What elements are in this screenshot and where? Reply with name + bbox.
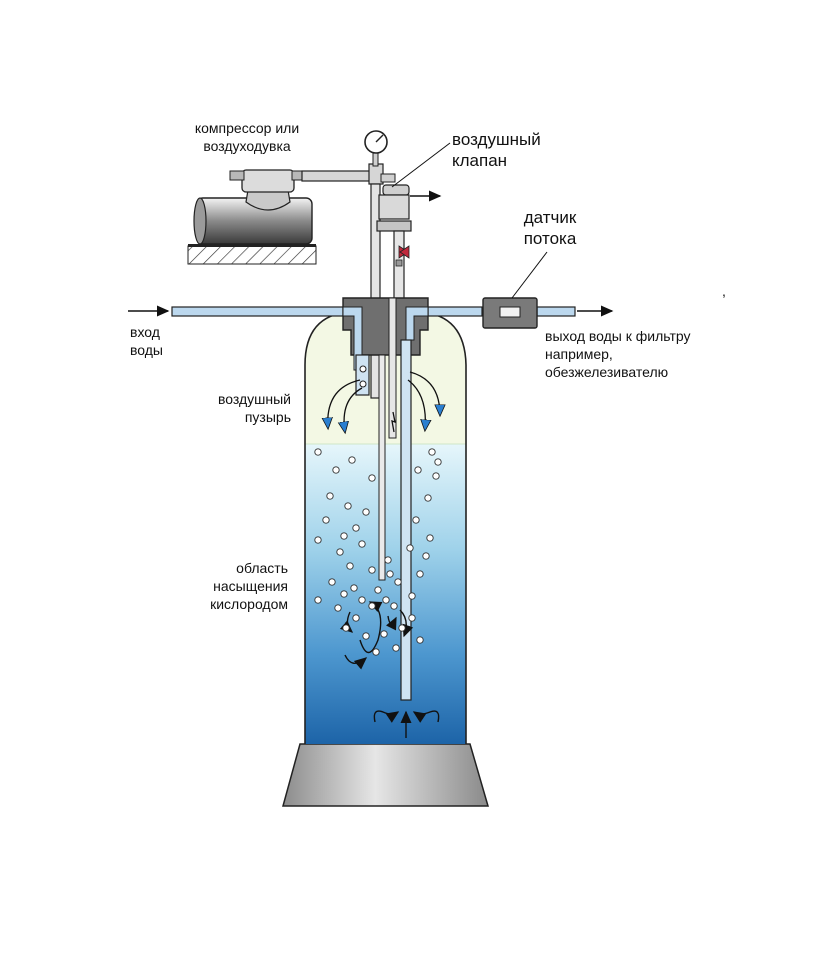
flow-sensor bbox=[482, 251, 548, 329]
bubble bbox=[412, 516, 420, 524]
bubble bbox=[350, 584, 358, 592]
compressor bbox=[187, 169, 317, 265]
label-compressor-line2: воздуходувка bbox=[203, 138, 291, 154]
bubble bbox=[422, 552, 430, 560]
bubble bbox=[362, 508, 370, 516]
bubble bbox=[368, 602, 376, 610]
bubble bbox=[344, 502, 352, 510]
bubble bbox=[406, 544, 414, 552]
label-water-outlet-line3: обезжелезивателю bbox=[545, 364, 668, 380]
bubble bbox=[368, 566, 376, 574]
label-air-valve: воздушный клапан bbox=[452, 130, 541, 170]
bubble bbox=[322, 516, 330, 524]
bubble bbox=[352, 524, 360, 532]
label-water-inlet: вход воды bbox=[130, 324, 163, 358]
bubble bbox=[428, 448, 436, 456]
bubble bbox=[362, 632, 370, 640]
bubble bbox=[414, 466, 422, 474]
label-oxygen-zone: область насыщения кислородом bbox=[210, 560, 288, 612]
bubble bbox=[394, 578, 402, 586]
bubble bbox=[340, 532, 348, 540]
label-air-valve-line2: клапан bbox=[452, 151, 507, 170]
stray-comma: , bbox=[722, 283, 726, 299]
label-air-bubble-line2: пузырь bbox=[245, 409, 291, 425]
label-oxygen-zone-line3: кислородом bbox=[210, 596, 288, 612]
air-valve-leader bbox=[391, 142, 451, 188]
riser-tube bbox=[400, 339, 412, 701]
label-oxygen-zone-line2: насыщения bbox=[213, 578, 288, 594]
bubble bbox=[368, 474, 376, 482]
bubble bbox=[346, 562, 354, 570]
bubble bbox=[342, 624, 350, 632]
bubble bbox=[426, 534, 434, 542]
bubble bbox=[416, 570, 424, 578]
bubble bbox=[326, 492, 334, 500]
bubble bbox=[358, 540, 366, 548]
label-flow-sensor-line1: датчик bbox=[524, 208, 577, 227]
label-water-inlet-line2: воды bbox=[130, 342, 163, 358]
bubble bbox=[374, 586, 382, 594]
bubble bbox=[314, 536, 322, 544]
bubble bbox=[314, 596, 322, 604]
inlet-pipe bbox=[128, 305, 353, 317]
bubble bbox=[352, 614, 360, 622]
bubble bbox=[334, 604, 342, 612]
inlet-distributor-pipe bbox=[355, 354, 370, 396]
bubble bbox=[358, 596, 366, 604]
circulation-arrows bbox=[339, 601, 440, 738]
air-injection-tube bbox=[378, 354, 386, 581]
label-oxygen-zone-line1: область bbox=[236, 560, 288, 576]
bubble bbox=[398, 624, 406, 632]
label-water-outlet-line1: выход воды к фильтру bbox=[545, 328, 691, 344]
bubble bbox=[434, 458, 442, 466]
bubble bbox=[384, 556, 392, 564]
bubble bbox=[416, 636, 424, 644]
bubble bbox=[340, 590, 348, 598]
bubble bbox=[386, 570, 394, 578]
label-water-outlet: выход воды к фильтру например, обезжелез… bbox=[545, 328, 691, 380]
bubble bbox=[328, 578, 336, 586]
bubble bbox=[336, 548, 344, 556]
bubble bbox=[372, 648, 380, 656]
air-bubble-arrows bbox=[328, 371, 440, 432]
bubble bbox=[424, 494, 432, 502]
degassing-tube bbox=[388, 297, 397, 439]
bubble bbox=[408, 592, 416, 600]
label-compressor: компрессор или воздуходувка bbox=[195, 120, 299, 154]
bubble bbox=[382, 596, 390, 604]
air-valve bbox=[376, 173, 442, 304]
label-compressor-line1: компрессор или bbox=[195, 120, 299, 136]
label-air-valve-line1: воздушный bbox=[452, 130, 541, 149]
air-valve-red-stopcock bbox=[395, 245, 410, 267]
bubble bbox=[390, 602, 398, 610]
label-air-bubble-line1: воздушный bbox=[218, 391, 291, 407]
bubble bbox=[314, 448, 322, 456]
label-flow-sensor: датчик потока bbox=[524, 208, 577, 248]
label-air-bubble: воздушный пузырь bbox=[218, 391, 291, 425]
bubble bbox=[380, 630, 388, 638]
oxygen-bubbles bbox=[314, 448, 442, 656]
label-water-outlet-line2: например, bbox=[545, 346, 613, 362]
label-flow-sensor-line2: потока bbox=[524, 229, 577, 248]
tank-base bbox=[282, 743, 489, 807]
label-water-inlet-line1: вход bbox=[130, 324, 160, 340]
bubble bbox=[332, 466, 340, 474]
bubble bbox=[392, 644, 400, 652]
bubble bbox=[432, 472, 440, 480]
pressure-gauge bbox=[364, 130, 388, 154]
bubble bbox=[348, 456, 356, 464]
bubble bbox=[408, 614, 416, 622]
